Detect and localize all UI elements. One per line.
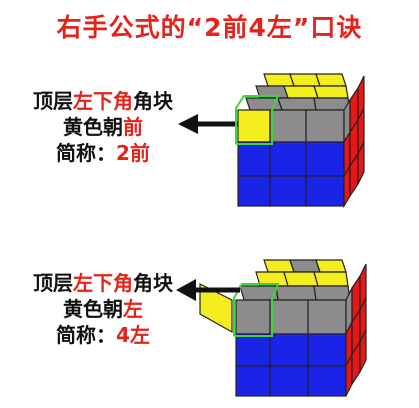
case1-cube-diagram xyxy=(235,73,365,208)
cube1-top-r2c3 xyxy=(313,85,349,99)
case1-line2: 黄色朝前 xyxy=(18,114,188,140)
cube2-top-r1c3 xyxy=(313,285,351,301)
cube1-front-r2c2 xyxy=(269,141,307,177)
case1-description: 顶层左下角角块 黄色朝前 简称：2前 xyxy=(18,88,188,166)
case1-line2-prefix: 黄色朝 xyxy=(63,115,123,139)
cube2-front-r3c3 xyxy=(307,365,347,397)
cube2-right-r3c3 xyxy=(359,329,367,373)
case1-line1-suffix: 角块 xyxy=(133,89,173,113)
case2-line1-prefix: 顶层 xyxy=(33,271,73,295)
cube1-front-r3c1 xyxy=(237,175,271,207)
case1-line3: 简称：2前 xyxy=(18,140,188,166)
cube2-top-r3c2 xyxy=(289,259,321,273)
cube2-front-r2c1 xyxy=(235,333,271,367)
cube2-highlight-outline xyxy=(233,283,280,337)
cube1-front-r2c3 xyxy=(305,141,345,177)
cube2-front-r3c1 xyxy=(235,365,271,397)
cube2-front-r1c2 xyxy=(269,299,309,335)
cube2-front-r1c1 xyxy=(235,299,271,335)
cube2-top-r3c3 xyxy=(315,259,347,273)
cube1-front-r3c2 xyxy=(269,175,307,207)
case2-line2-highlight: 左 xyxy=(123,297,143,321)
case1-line1: 顶层左下角角块 xyxy=(18,88,188,114)
cube2-front-r2c3 xyxy=(307,333,347,367)
cube2-top-r1c2 xyxy=(275,285,317,301)
cube1-front-r3c3 xyxy=(305,175,345,207)
cube2-top-r2c2 xyxy=(283,271,319,287)
case2-line2: 黄色朝左 xyxy=(18,296,188,322)
cube2-top-r2c3 xyxy=(313,271,349,287)
case2-line3-prefix: 简称： xyxy=(56,323,117,347)
cube1-front-r2c1 xyxy=(237,141,271,177)
cube1-front-r1c2 xyxy=(269,109,307,143)
case2-line1-highlight: 左下角 xyxy=(73,271,133,295)
cube1-top-r2c2 xyxy=(283,85,319,99)
case1-line1-prefix: 顶层 xyxy=(33,89,73,113)
case2-arrow-icon xyxy=(176,279,240,301)
case2-line2-prefix: 黄色朝 xyxy=(63,297,123,321)
case2-line1-suffix: 角块 xyxy=(133,271,173,295)
case1-line1-highlight: 左下角 xyxy=(73,89,133,113)
case2-cube-diagram xyxy=(199,259,367,397)
case1-line3-prefix: 简称： xyxy=(56,141,117,165)
case1-arrow-icon xyxy=(178,114,238,134)
cube1-highlight-outline xyxy=(235,95,280,145)
case1-line2-highlight: 前 xyxy=(123,115,143,139)
cube1-right-r3c3 xyxy=(357,141,365,185)
page-title: 右手公式的“2前4左”口诀 xyxy=(56,13,363,42)
cube1-top-r3c3 xyxy=(315,73,347,87)
case1-line3-highlight: 2前 xyxy=(116,141,150,165)
cube1-top-r3c2 xyxy=(289,73,321,87)
cube1-top-r3c1 xyxy=(263,73,295,87)
cube2-left-flap xyxy=(199,283,233,334)
case2-line1: 顶层左下角角块 xyxy=(18,270,188,296)
cube1-front-r1c3 xyxy=(305,109,345,143)
cube2-front-r3c2 xyxy=(269,365,309,397)
cube1-front-r1c1 xyxy=(237,109,271,143)
case2-description: 顶层左下角角块 黄色朝左 简称：4左 xyxy=(18,270,188,348)
case2-line3: 简称：4左 xyxy=(18,322,188,348)
case2-line3-highlight: 4左 xyxy=(116,323,150,347)
cube1-top-r1c2 xyxy=(277,97,317,111)
cube2-front-r1c3 xyxy=(307,299,347,335)
cube2-front-r2c2 xyxy=(269,333,309,367)
cube2-top-r3c1 xyxy=(263,259,295,273)
